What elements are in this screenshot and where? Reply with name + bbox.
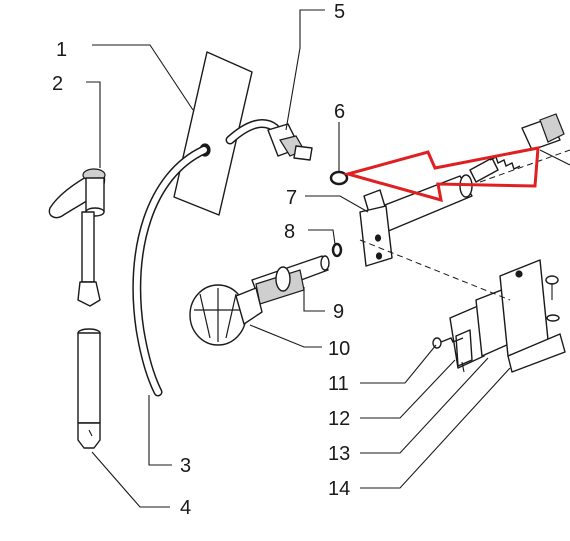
part-2-valve — [48, 168, 106, 307]
callout-2: 2 — [52, 73, 63, 95]
highlight-arrow — [342, 146, 540, 203]
callout-8: 8 — [284, 221, 295, 243]
part-3-tube — [132, 119, 280, 397]
callout-4: 4 — [180, 497, 191, 519]
callout-11: 11 — [328, 373, 349, 395]
callout-10: 10 — [328, 338, 350, 360]
part-8-oring — [331, 242, 343, 258]
callout-13: 13 — [328, 443, 350, 465]
callout-5: 5 — [334, 1, 345, 23]
callout-12: 12 — [328, 408, 350, 430]
callout-7: 7 — [286, 187, 297, 209]
part-14-bracket — [499, 259, 566, 373]
callout-3: 3 — [180, 455, 191, 477]
callout-9: 9 — [333, 301, 344, 323]
part-10-knob — [189, 284, 263, 346]
part-13-switch — [449, 305, 485, 373]
fittings-right — [469, 113, 570, 183]
part-4-pipe — [77, 328, 101, 449]
screw-11 — [432, 337, 464, 349]
part-9-connector — [251, 255, 330, 305]
part-5-fitting — [267, 123, 313, 161]
callout-14: 14 — [328, 478, 350, 500]
callout-1: 1 — [56, 39, 67, 61]
screws-right — [545, 275, 560, 322]
part-7-pipe — [359, 174, 473, 267]
callout-6: 6 — [334, 101, 345, 123]
